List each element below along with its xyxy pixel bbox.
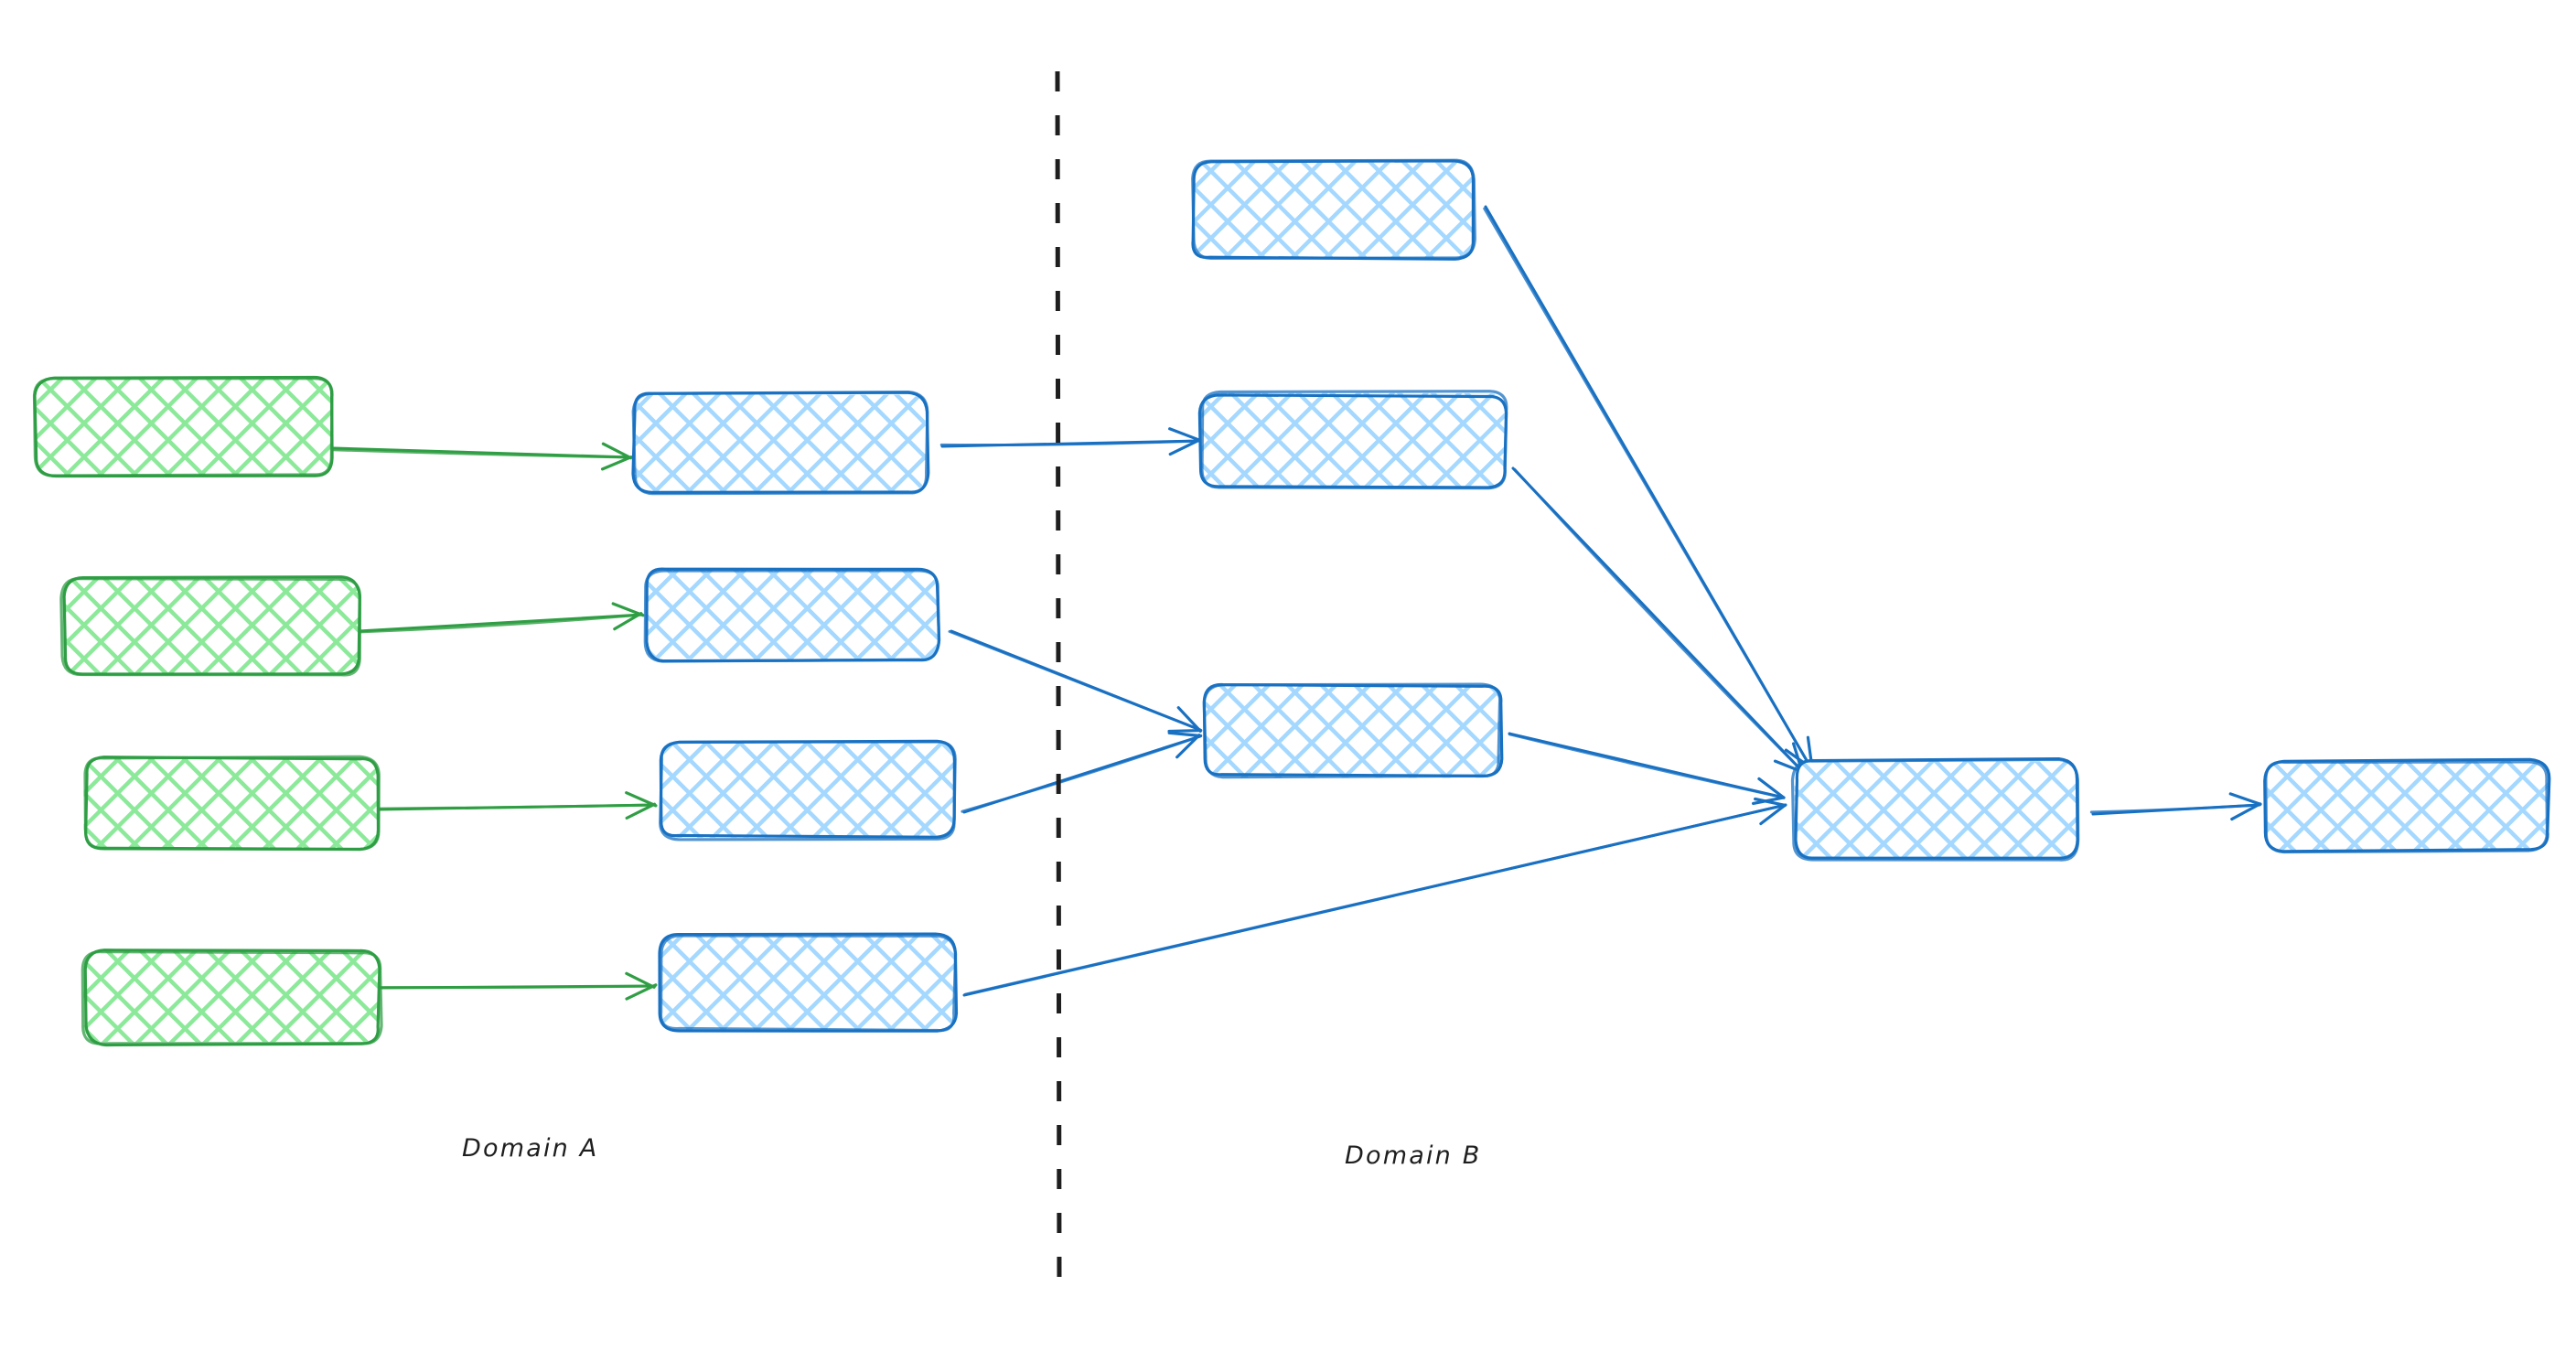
node-outline: [659, 740, 957, 841]
edge-a4-to-m4[interactable]: [377, 971, 658, 1001]
arrowhead-stroke: [1757, 777, 1786, 799]
domain-a-label: Domain A: [462, 1134, 599, 1163]
node-fill: [37, 377, 331, 476]
arrowhead-stroke: [2228, 792, 2262, 806]
node-outline: [83, 755, 381, 852]
arrowhead-stroke: [625, 791, 658, 808]
arrowhead-stroke: [2230, 802, 2262, 821]
node-a2[interactable]: [59, 575, 362, 677]
edge-line: [939, 439, 1200, 447]
node-fill: [83, 757, 379, 850]
edge-line: [377, 803, 657, 810]
edge-m1-to-b2[interactable]: [939, 427, 1201, 456]
node-m4[interactable]: [658, 932, 959, 1033]
edge-b2-to-b4[interactable]: [1511, 466, 1807, 776]
edge-line: [379, 984, 657, 990]
edge-line: [948, 629, 1202, 732]
edge-line: [961, 734, 1202, 813]
node-fill: [645, 568, 939, 659]
edge-b3-to-b4[interactable]: [1508, 732, 1786, 806]
arrowhead-stroke: [1754, 797, 1787, 808]
node-fill: [1195, 162, 1475, 259]
arrowhead-stroke: [625, 802, 657, 820]
arrowhead-stroke: [625, 971, 656, 989]
node-outline: [59, 577, 362, 677]
arrowhead-stroke: [601, 442, 633, 460]
arrowhead-stroke: [1168, 438, 1201, 456]
node-fill: [660, 935, 955, 1032]
edge-b4-to-b5[interactable]: [2089, 792, 2262, 821]
node-b5[interactable]: [2263, 757, 2551, 854]
node-outline: [631, 390, 929, 496]
divider-layer: [1055, 70, 1062, 1296]
arrowhead-stroke: [1175, 734, 1201, 759]
node-b2[interactable]: [1197, 390, 1508, 490]
node-fill: [1794, 761, 2079, 859]
node-a1[interactable]: [32, 375, 334, 478]
edge-line: [1483, 207, 1813, 770]
node-a3[interactable]: [83, 755, 381, 852]
edge-m3-to-b3[interactable]: [961, 731, 1203, 814]
node-fill: [63, 579, 359, 674]
node-fill: [82, 951, 380, 1043]
node-fill: [1205, 684, 1500, 778]
edge-line: [355, 613, 644, 634]
edge-m2-to-b3[interactable]: [948, 629, 1203, 734]
edge-a3-to-m3[interactable]: [377, 791, 658, 820]
node-a4[interactable]: [80, 949, 383, 1047]
node-b4[interactable]: [1790, 756, 2080, 862]
edge-a2-to-m2[interactable]: [355, 602, 645, 634]
node-fill: [660, 742, 956, 838]
node-outline: [1200, 390, 1508, 490]
arrowhead-stroke: [1752, 796, 1786, 806]
node-outline: [659, 934, 958, 1033]
node-fill: [632, 394, 927, 493]
node-fill: [1201, 392, 1506, 489]
node-outline: [2264, 760, 2549, 854]
edge-b1-to-b4[interactable]: [1483, 205, 1814, 771]
arrowhead-stroke: [600, 456, 633, 471]
arrowhead-stroke: [1167, 728, 1203, 734]
nodes-layer: [32, 158, 2551, 1047]
domain-b-label: Domain B: [1345, 1142, 1482, 1170]
node-outline: [1790, 757, 2080, 862]
arrowhead-stroke: [1167, 731, 1203, 738]
edges-layer: [182, 205, 2262, 1001]
arrowhead-stroke: [1168, 427, 1200, 442]
node-b3[interactable]: [1202, 682, 1504, 779]
node-outline: [643, 569, 941, 663]
arrowhead-stroke: [613, 612, 643, 631]
node-outline: [1202, 682, 1502, 779]
edge-m4-to-b4[interactable]: [962, 797, 1787, 997]
node-outline: [80, 949, 383, 1045]
node-m1[interactable]: [631, 390, 930, 496]
edge-line: [1513, 467, 1806, 775]
node-b1[interactable]: [1191, 158, 1476, 261]
node-m3[interactable]: [659, 739, 957, 841]
node-m2[interactable]: [643, 567, 941, 663]
arrowhead-stroke: [1176, 706, 1202, 733]
edge-line: [1508, 733, 1786, 799]
domain-divider: [1055, 70, 1062, 1296]
node-outline: [32, 377, 334, 477]
arrowhead-stroke: [611, 602, 645, 617]
edge-line: [2089, 803, 2261, 814]
node-outline: [1191, 158, 1476, 261]
node-fill: [2267, 761, 2549, 852]
edge-line: [963, 803, 1787, 996]
arrowhead-stroke: [1759, 803, 1787, 826]
